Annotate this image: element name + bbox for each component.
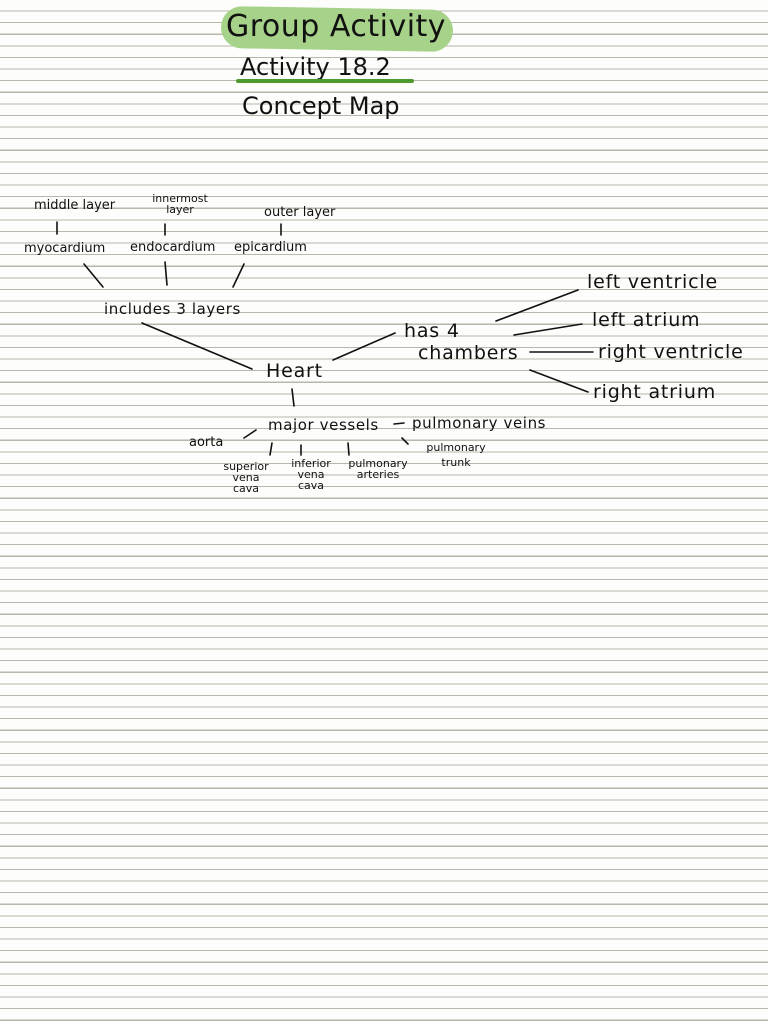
chamber-node: left atrium [592,309,701,331]
chamber-node: left ventricle [587,271,718,293]
vessel-node: pulmonary arteries [348,457,408,481]
connector [83,263,104,288]
connector [401,437,409,445]
connector [393,422,405,425]
vessels-link: major vessels [268,416,379,434]
center-node: Heart [266,360,323,382]
chambers-link-line2: chambers [418,342,519,364]
layer-node: endocardium [130,240,216,255]
chambers-link-line1: has 4 [404,320,460,342]
vessel-node: aorta [189,435,224,450]
vessel-node: pulmonary veins [412,414,547,432]
page-subtitle: Concept Map [242,92,400,120]
connector [513,323,583,336]
vessel-node: inferior vena cava [291,457,331,492]
page-title: Group Activity [226,9,447,44]
chamber-node: right ventricle [598,341,744,363]
chamber-node: right atrium [593,381,717,403]
connector [164,261,168,286]
layer-node: myocardium [24,241,106,256]
connector [291,388,295,407]
connector [529,369,589,393]
connector [269,442,273,456]
layer-desc: middle layer [34,198,116,213]
layer-node: epicardium [234,240,307,255]
connector [141,322,253,370]
activity-underline [236,79,414,83]
connector [332,332,396,361]
connector [347,442,350,456]
activity-label: Activity 18.2 [240,53,391,81]
layer-desc: outer layer [264,205,336,220]
layers-link: includes 3 layers [104,300,241,318]
vessel-node: pulmonary trunk [426,441,486,469]
connector [495,289,579,322]
vessel-node: superior vena cava [223,460,269,495]
connector [232,263,245,288]
layer-desc: innermost layer [152,192,208,216]
connector [243,429,257,439]
